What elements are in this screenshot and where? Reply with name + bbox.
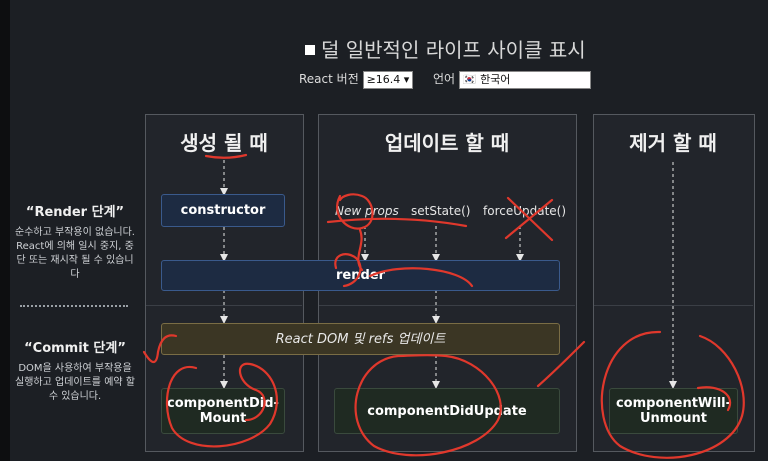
language-label: 언어 [432, 72, 456, 86]
phase-divider [319, 305, 575, 306]
circle-annotation [600, 330, 745, 459]
render-phase-label: “Render 단계” 순수하고 부작용이 없습니다. React에 의해 일시… [14, 201, 136, 282]
force-update-trigger: forceUpdate() [483, 204, 567, 218]
phase-divider [594, 305, 753, 306]
check-annotation [142, 334, 178, 364]
language-select[interactable]: 🇰🇷 한국어 [458, 70, 591, 89]
render-node[interactable]: render [161, 260, 560, 291]
phase-divider [146, 305, 302, 306]
render-phase-name: “Render 단계” [25, 205, 125, 220]
circle-annotation [354, 354, 502, 457]
controls-bar: React 버전 ≥16.4 ▾ 언어 🇰🇷 한국어 [299, 70, 591, 89]
page-title: 덜 일반적인 라이프 사이클 표시 [305, 34, 586, 63]
circle-annotation [696, 386, 732, 412]
underline-annotation [204, 153, 248, 159]
did-update-node[interactable]: componentDidUpdate [334, 388, 560, 434]
constructor-node[interactable]: constructor [161, 194, 285, 227]
mount-column-title: 생성 될 때 [180, 131, 268, 155]
commit-phase-description: DOM을 사용하여 부작용을 실행하고 업데이트를 예약 할 수 있습니다. [15, 363, 135, 402]
page-title-text: 덜 일반적인 라이프 사이클 표시 [321, 38, 586, 62]
unmount-column-title: 제거 할 때 [629, 131, 717, 155]
dom-update-node[interactable]: React DOM 및 refs 업데이트 [161, 323, 560, 355]
circle-annotation [165, 362, 278, 448]
will-unmount-node[interactable]: componentWill-Unmount [609, 388, 738, 434]
commit-phase-label: “Commit 단계” DOM을 사용하여 부작용을 실행하고 업데이트를 예약… [14, 337, 136, 404]
cross-annotation [504, 196, 554, 242]
render-phase-description: 순수하고 부작용이 없습니다. React에 의해 일시 중지, 중단 또는 재… [15, 227, 135, 280]
circle-annotation [336, 193, 374, 230]
new-props-trigger: New props [335, 204, 399, 218]
react-version-label: React 버전 [299, 72, 359, 86]
react-version-select[interactable]: ≥16.4 ▾ [362, 70, 414, 89]
circle-annotation [334, 253, 362, 288]
underline-annotation [326, 217, 468, 228]
arrow-annotation [368, 267, 474, 288]
window-edge [0, 0, 10, 461]
update-column-title: 업데이트 할 때 [384, 131, 510, 155]
arrow-annotation [536, 340, 586, 388]
set-state-trigger: setState() [411, 204, 471, 218]
commit-phase-name: “Commit 단계” [24, 341, 126, 356]
phase-separator [20, 305, 128, 307]
did-mount-node[interactable]: componentDid-Mount [161, 388, 285, 434]
toggle-checkbox[interactable] [305, 45, 315, 55]
